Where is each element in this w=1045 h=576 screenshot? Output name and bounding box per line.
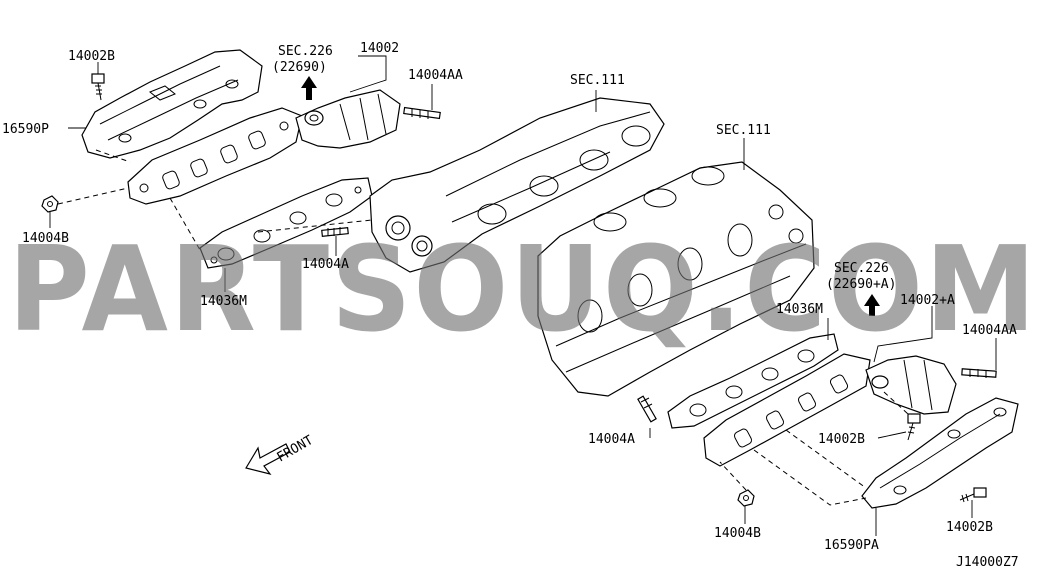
label-14004b-left[interactable]: 14004B: [22, 231, 69, 246]
heat-shield-left[interactable]: [81, 49, 263, 159]
nut-14004b-bottom[interactable]: [737, 489, 755, 507]
cylinder-head-left[interactable]: [369, 97, 665, 273]
cylinder-head-right[interactable]: [537, 161, 815, 397]
label-16590p[interactable]: 16590P: [2, 122, 49, 137]
stud-14004a-left[interactable]: [321, 226, 349, 238]
assembly-lines: [57, 149, 909, 506]
label-sec111-left[interactable]: SEC.111: [570, 73, 625, 88]
label-14002-a[interactable]: 14002+A: [900, 293, 955, 308]
gasket-14036m-left[interactable]: [199, 177, 373, 269]
heat-shield-right[interactable]: [861, 397, 1019, 509]
front-arrow-icon: [245, 443, 291, 475]
stud-14004aa-top[interactable]: [403, 106, 441, 120]
gasket-14036m-right[interactable]: [667, 333, 839, 429]
label-14004a-right[interactable]: 14004A: [588, 432, 635, 447]
label-14036m-right[interactable]: 14036M: [776, 302, 823, 317]
stud-14004a-right[interactable]: [637, 395, 657, 423]
stud-14004aa-right[interactable]: [961, 368, 997, 378]
exhaust-manifold-right[interactable]: [703, 353, 957, 467]
leader-lines: [49, 55, 997, 536]
bolt-14002b-top[interactable]: [91, 73, 105, 101]
bolt-14002b-mid[interactable]: [907, 413, 921, 441]
exhaust-manifold-left[interactable]: [127, 89, 401, 205]
label-sec111-right[interactable]: SEC.111: [716, 123, 771, 138]
label-14036m-left[interactable]: 14036M: [200, 294, 247, 309]
label-sec226-right[interactable]: SEC.226: [834, 261, 889, 276]
diagram-id: J14000Z7: [956, 555, 1019, 570]
label-sec226-right-sub[interactable]: (22690+A): [826, 277, 896, 292]
label-16590pa[interactable]: 16590PA: [824, 538, 879, 553]
label-14002b-right[interactable]: 14002B: [946, 520, 993, 535]
label-front: FRONT: [275, 433, 317, 466]
watermark: PARTSOUQ.COM: [8, 220, 1038, 358]
label-14004b-bottom[interactable]: 14004B: [714, 526, 761, 541]
nut-14004b-left[interactable]: [41, 195, 59, 213]
label-sec226-top-sub[interactable]: (22690): [272, 60, 327, 75]
label-sec226-top[interactable]: SEC.226: [278, 44, 333, 59]
label-14004aa-top[interactable]: 14004AA: [408, 68, 463, 83]
arrow-up-icon: [301, 76, 317, 100]
label-14002[interactable]: 14002: [360, 41, 399, 56]
arrow-up-icon: [864, 294, 880, 316]
label-14002b-mid[interactable]: 14002B: [818, 432, 865, 447]
label-14002b-top[interactable]: 14002B: [68, 49, 115, 64]
label-14004a-left[interactable]: 14004A: [302, 257, 349, 272]
label-14004aa-right[interactable]: 14004AA: [962, 323, 1017, 338]
bolt-14002b-right[interactable]: [959, 487, 987, 503]
